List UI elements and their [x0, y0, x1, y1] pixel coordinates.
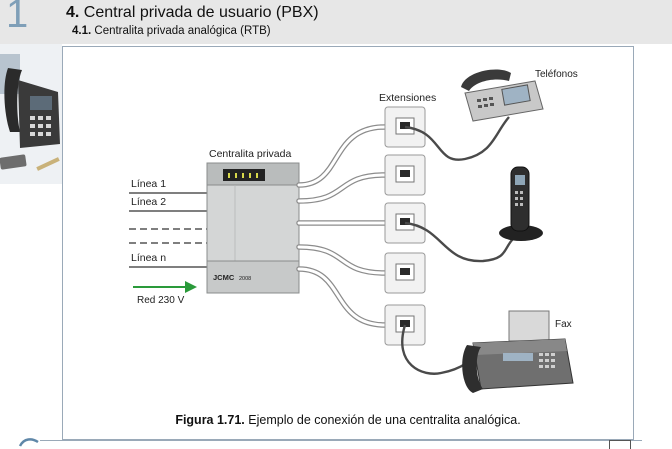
- wall-socket-4: [384, 252, 426, 294]
- slide-header: 1 4. Central privada de usuario (PBX) 4.…: [0, 0, 672, 44]
- caption-prefix: Figura 1.71.: [175, 413, 245, 427]
- extensions-label: Extensiones: [379, 92, 436, 104]
- pbx-label: Centralita privada: [209, 148, 291, 160]
- title-number: 4.: [66, 4, 80, 21]
- slide-subtitle: 4.1. Centralita privada analógica (RTB): [72, 25, 271, 37]
- fax-machine-icon: [462, 310, 574, 393]
- desk-telephone-icon: [461, 69, 544, 122]
- pbx-brand: JCMC: [213, 273, 235, 282]
- extension-cables: [296, 124, 388, 328]
- subtitle-number: 4.1.: [72, 25, 92, 37]
- power-arrow-head: [185, 281, 197, 293]
- cordless-phone-icon: [499, 166, 543, 241]
- power-label: Red 230 V: [137, 295, 185, 306]
- slide-number: 1: [6, 0, 29, 36]
- line-2-label: Línea 2: [131, 196, 166, 208]
- fax-label: Fax: [555, 319, 572, 330]
- figure-caption: Figura 1.71. Ejemplo de conexión de una …: [63, 413, 633, 427]
- footer-divider: [40, 440, 642, 441]
- wall-socket-2: [384, 154, 426, 196]
- desk-phone-photo: [0, 44, 62, 184]
- pbx-model: 2008: [239, 276, 251, 282]
- pbx-connection-diagram: Línea 1 Línea 2 Línea n Red 230 V Centra…: [129, 69, 578, 393]
- subtitle-text: Centralita privada analógica (RTB): [94, 25, 271, 37]
- caption-text: Ejemplo de conexión de una centralita an…: [244, 413, 521, 427]
- slide-title: 4. Central privada de usuario (PBX): [66, 4, 319, 22]
- figure-frame: Línea 1 Línea 2 Línea n Red 230 V Centra…: [62, 46, 634, 440]
- footer-logo-icon: [18, 438, 39, 447]
- footer-nav-button[interactable]: [609, 440, 631, 449]
- pbx-unit: JCMC 2008: [206, 162, 300, 294]
- phones-label: Teléfonos: [535, 69, 578, 80]
- line-1-label: Línea 1: [131, 178, 166, 190]
- line-n-label: Línea n: [131, 252, 166, 264]
- title-text: Central privada de usuario (PBX): [83, 4, 319, 21]
